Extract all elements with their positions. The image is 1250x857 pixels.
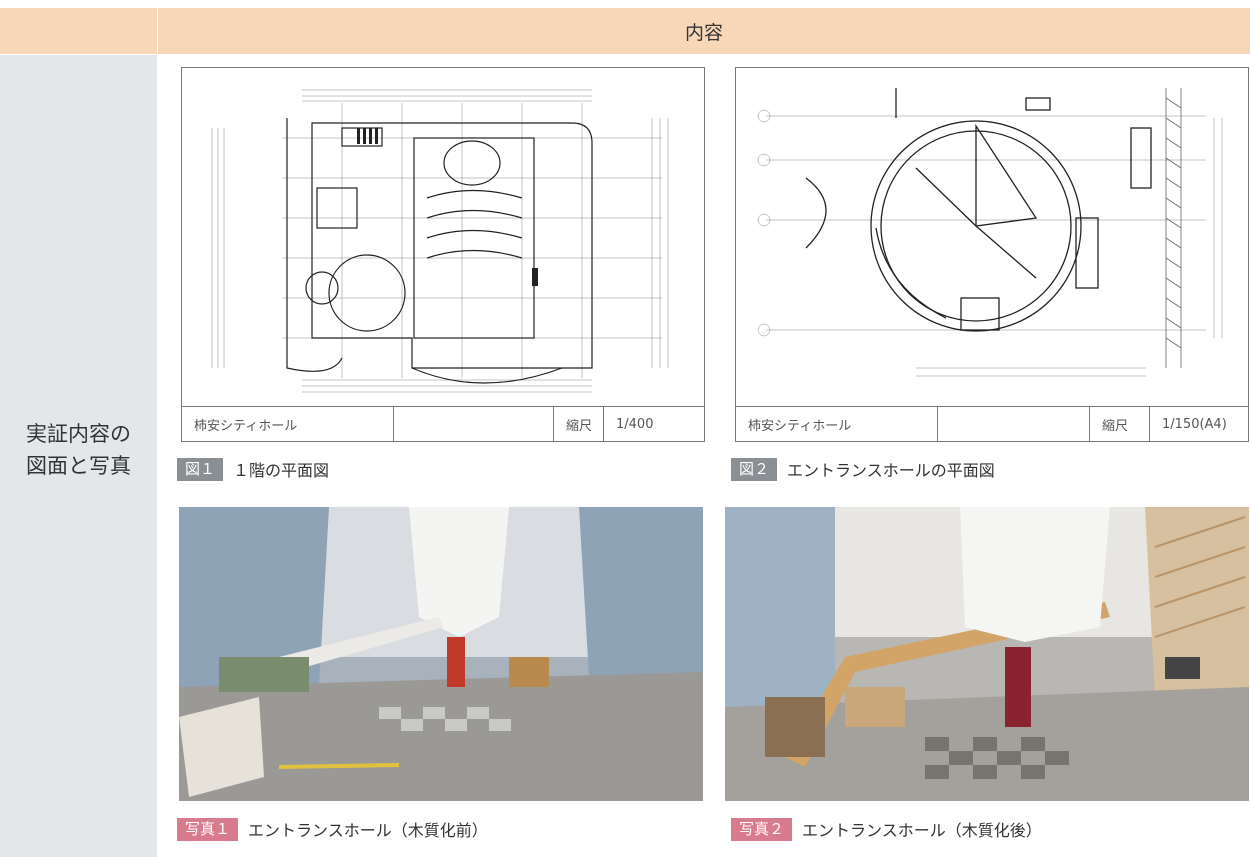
photo2-tag: 写真２: [731, 817, 793, 841]
photo1-caption: 写真１ エントランスホール（木質化前）: [177, 817, 488, 841]
header-title: 内容: [157, 8, 1250, 54]
figure2-tag: 図２: [731, 457, 778, 481]
floor-plan-title-block: 柿安シティホール 縮尺 1/400: [182, 406, 704, 441]
floor-plan-scale-value: 1/400: [616, 416, 654, 432]
figure1-tag: 図１: [177, 457, 224, 481]
floor-plan-drawing: 柿安シティホール 縮尺 1/400: [181, 67, 705, 442]
content-cell: 柿安シティホール 縮尺 1/400 図１ １階の平面図: [157, 55, 1250, 857]
entrance-plan-title-name: 柿安シティホール: [736, 407, 938, 441]
header-blank-cell: [0, 8, 157, 54]
row-label-text: 実証内容の 図面と写真: [26, 418, 131, 482]
floor-plan-title-blank: [394, 407, 554, 441]
figure2-caption: 図２ エントランスホールの平面図: [731, 457, 995, 481]
floor-plan-image: [211, 89, 669, 393]
photo1-tag: 写真１: [177, 817, 239, 841]
figure1-caption: 図１ １階の平面図: [177, 457, 329, 481]
photo2-caption: 写真２ エントランスホール（木質化後）: [731, 817, 1042, 841]
row-label-line1: 実証内容の: [26, 422, 131, 446]
row-label-line2: 図面と写真: [26, 454, 131, 478]
figure1-caption-text: １階の平面図: [233, 461, 330, 480]
entrance-plan-image: [757, 88, 1223, 377]
header-title-text: 内容: [684, 21, 723, 44]
photo1-caption-text: エントランスホール（木質化前）: [248, 821, 488, 840]
entrance-plan-scale-label: 縮尺: [1090, 407, 1150, 441]
photo-before-image: [179, 507, 703, 801]
entrance-plan-title-block: 柿安シティホール 縮尺 1/150(A4): [736, 406, 1248, 441]
photo2-caption-text: エントランスホール（木質化後）: [802, 821, 1042, 840]
figure2-caption-text: エントランスホールの平面図: [787, 461, 995, 480]
floor-plan-title-name: 柿安シティホール: [182, 407, 394, 441]
floor-plan-scale-label: 縮尺: [554, 407, 604, 441]
entrance-plan-title-blank: [938, 407, 1090, 441]
row-label: 実証内容の 図面と写真: [0, 55, 157, 857]
photo-after-image: [725, 507, 1249, 801]
entrance-plan-drawing: 柿安シティホール 縮尺 1/150(A4): [735, 67, 1249, 442]
entrance-plan-scale-value: 1/150(A4): [1162, 416, 1227, 432]
